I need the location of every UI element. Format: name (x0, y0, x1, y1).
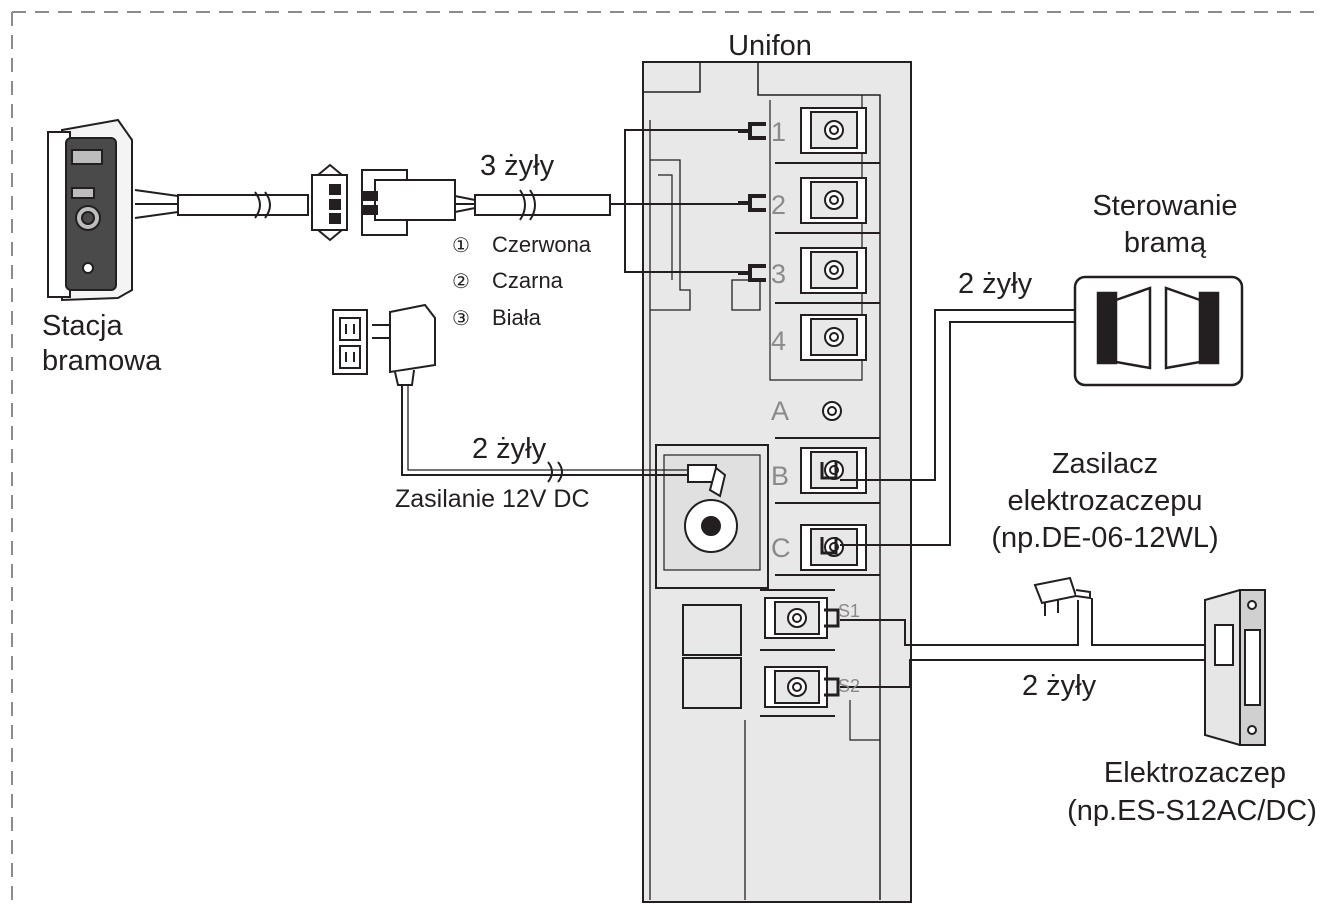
strike-psu (1033, 576, 1091, 616)
terminal-a-label: A (771, 396, 789, 426)
break-marks (547, 461, 563, 483)
psu-label-3: (np.DE-06-12WL) (991, 522, 1218, 554)
electric-strike (1204, 589, 1266, 746)
gate-station-label-2: bramowa (42, 345, 162, 377)
gate-station-device (47, 118, 133, 302)
wire-2-color: Czarna (492, 268, 564, 293)
power-cable-label: 2 żyły (472, 433, 547, 465)
terminal-3-label: 3 (771, 259, 786, 289)
wire-1-color: Czerwona (492, 232, 592, 257)
gate-control-label-2: bramą (1124, 227, 1207, 259)
strike-label-2: (np.ES-S12AC/DC) (1067, 795, 1317, 827)
power-label: Zasilanie 12V DC (395, 485, 590, 513)
cable-top-label: 3 żyły (480, 150, 555, 182)
terminal-2-label: 2 (771, 190, 786, 220)
wire-3-color: Biała (492, 305, 542, 330)
psu-label-2: elektrozaczepu (1007, 485, 1202, 517)
strike-label-1: Elektrozaczep (1104, 757, 1286, 789)
gate-cable (134, 163, 611, 242)
power-outlet (332, 309, 368, 375)
gate-control-label-1: Sterowanie (1092, 190, 1237, 222)
unifon-title: Unifon (728, 30, 812, 62)
dashed-frame (11, 11, 1318, 900)
terminal-4-label: 4 (771, 326, 786, 356)
terminal-s1-label: S1 (838, 601, 860, 621)
panel-slots (682, 604, 742, 709)
power-adapter (372, 303, 436, 386)
gate-cable-label: 2 żyły (958, 268, 1033, 300)
gate-control-box (1073, 275, 1244, 387)
fork-connectors (738, 122, 840, 697)
gate-station-label-1: Stacja (42, 310, 123, 342)
terminal-c-label: C (771, 533, 791, 563)
terminal-1-label: 1 (771, 117, 786, 147)
terminal-s2-label: S2 (838, 676, 860, 696)
wire-2-number: ② (452, 269, 470, 293)
terminal-blocks (760, 107, 880, 717)
strike-cable-label: 2 żyły (1022, 670, 1097, 702)
terminal-b-label: B (771, 461, 789, 491)
wire-1-number: ① (452, 233, 470, 257)
wire-3-number: ③ (452, 306, 470, 330)
wires (401, 129, 1205, 688)
psu-label-1: Zasilacz (1052, 448, 1158, 480)
dc-plug (687, 464, 727, 498)
